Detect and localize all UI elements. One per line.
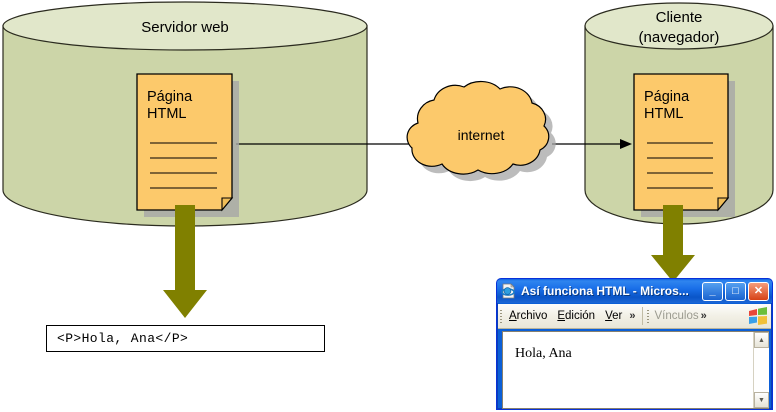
client-page-icon: Página HTML xyxy=(633,73,735,217)
links-toolbar-label[interactable]: Vínculos xyxy=(654,310,699,322)
scroll-down-button[interactable]: ▼ xyxy=(754,392,769,408)
scroll-up-button[interactable]: ▲ xyxy=(754,332,769,348)
ie-document-icon xyxy=(501,283,515,299)
browser-content-area[interactable]: Hola, Ana ▲ ▼ xyxy=(502,331,769,409)
toolbar-separator xyxy=(641,307,643,325)
arrowhead-to-client xyxy=(620,139,632,149)
windows-flag-icon xyxy=(749,307,767,325)
menu-item-ver-accel: V xyxy=(605,310,613,322)
client-page-label-line1: Página xyxy=(644,89,690,105)
menu-overflow-chevron-icon[interactable]: » xyxy=(629,310,636,322)
links-toolbar[interactable]: Vínculos » xyxy=(645,304,772,328)
menu-item-archivo-accel: A xyxy=(509,310,517,322)
arrow-client-to-browser xyxy=(651,205,695,282)
menu-items[interactable]: Archivo Edición Ver xyxy=(504,304,627,328)
minimize-button[interactable]: _ xyxy=(702,281,723,301)
menu-item-edicion-accel: E xyxy=(557,310,566,322)
html-code-text: <P>Hola, Ana</P> xyxy=(57,331,189,346)
links-grip-handle[interactable] xyxy=(645,309,651,323)
menu-item-ver-label: er xyxy=(612,310,623,322)
server-page-icon: Página HTML xyxy=(136,73,239,217)
arrow-server-to-code xyxy=(163,205,207,318)
browser-title-bar[interactable]: Así funciona HTML - Micros... _ □ ✕ xyxy=(497,279,772,303)
client-label-line1: Cliente xyxy=(656,9,703,26)
rendered-page-text: Hola, Ana xyxy=(515,346,572,361)
server-page-label-line2: HTML xyxy=(147,106,186,122)
menu-item-archivo-label: rchivo xyxy=(516,310,548,322)
vertical-scrollbar[interactable]: ▲ ▼ xyxy=(753,332,769,408)
menu-item-edicion[interactable]: Edición xyxy=(557,310,595,322)
internet-label: internet xyxy=(458,127,505,143)
links-overflow-chevron-icon[interactable]: » xyxy=(700,310,707,322)
internet-cloud: internet xyxy=(406,80,556,182)
browser-window[interactable]: Así funciona HTML - Micros... _ □ ✕ Arch… xyxy=(496,278,773,410)
server-label: Servidor web xyxy=(141,19,229,36)
maximize-button[interactable]: □ xyxy=(725,281,746,301)
close-button[interactable]: ✕ xyxy=(748,281,769,301)
browser-menu-bar[interactable]: Archivo Edición Ver » Vínculos » xyxy=(498,304,771,329)
browser-title-text: Así funciona HTML - Micros... xyxy=(521,284,689,298)
menu-item-archivo[interactable]: Archivo xyxy=(509,310,547,322)
menu-grip-handle[interactable] xyxy=(498,304,504,328)
menu-item-ver[interactable]: Ver xyxy=(605,310,622,322)
server-page-label-line1: Página xyxy=(147,89,193,105)
window-controls[interactable]: _ □ ✕ xyxy=(702,281,769,301)
html-code-box: <P>Hola, Ana</P> xyxy=(46,325,325,352)
client-page-label-line2: HTML xyxy=(644,106,683,122)
client-label-line2: (navegador) xyxy=(639,29,720,46)
menu-item-edicion-label: dición xyxy=(565,310,596,322)
